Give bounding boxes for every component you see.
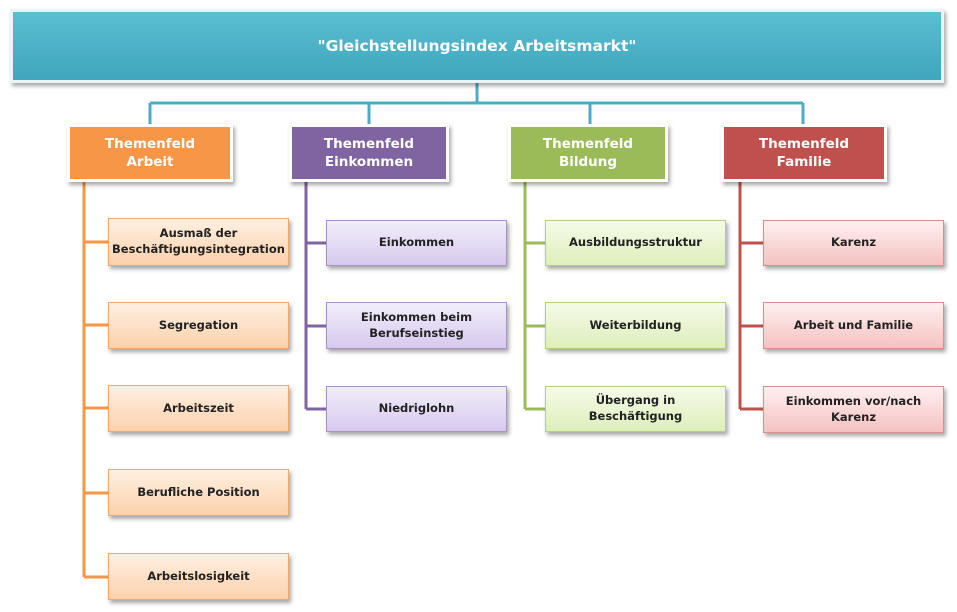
theme-header-line1: Themenfeld <box>758 135 850 152</box>
item-label: Arbeitszeit <box>163 400 234 415</box>
item-label: Berufliche Position <box>137 484 260 499</box>
arbeit-item-arbeitszeit: Arbeitszeit <box>108 385 289 432</box>
item-label: Einkommen vor/nach Karenz <box>785 393 922 424</box>
item-label: Arbeit und Familie <box>793 317 914 332</box>
item-label: Ausbildungsstruktur <box>569 235 702 250</box>
item-label: Ausmaß der Beschäftigungsintegration <box>112 226 285 256</box>
item-label: Segregation <box>158 317 239 332</box>
theme-header-line1: Themenfeld <box>104 135 196 152</box>
einkommen-item-berufseinstieg: Einkommen beim Berufseinstieg <box>326 302 507 349</box>
item-label: Weiterbildung <box>589 317 682 332</box>
item-label: Niedriglohn <box>378 401 455 416</box>
arbeit-item-berufliche-position: Berufliche Position <box>108 469 289 516</box>
familie-item-arbeit-und-familie: Arbeit und Familie <box>763 302 944 349</box>
item-label: Einkommen beim Berufseinstieg <box>360 309 473 340</box>
familie-item-einkommen-karenz: Einkommen vor/nach Karenz <box>763 386 944 433</box>
theme-header-line1: Themenfeld <box>323 135 415 152</box>
item-label: Einkommen <box>378 235 455 250</box>
bildung-item-weiterbildung: Weiterbildung <box>545 302 726 349</box>
root-title-box: "Gleichstellungsindex Arbeitsmarkt" <box>10 9 944 83</box>
arbeit-item-arbeitslosigkeit: Arbeitslosigkeit <box>108 553 289 600</box>
bildung-item-ausbildungsstruktur: Ausbildungsstruktur <box>545 220 726 266</box>
item-label: Arbeitslosigkeit <box>147 568 250 583</box>
item-label: Übergang in Beschäftigung <box>588 393 683 423</box>
root-title: "Gleichstellungsindex Arbeitsmarkt" <box>317 36 637 55</box>
familie-item-karenz: Karenz <box>763 220 944 266</box>
theme-header-line1: Themenfeld <box>542 135 634 152</box>
theme-header-line2: Bildung <box>558 154 618 170</box>
arbeit-item-segregation: Segregation <box>108 302 289 349</box>
bildung-item-uebergang: Übergang in Beschäftigung <box>545 386 726 432</box>
arbeit-item-beschaeftigungsintegration: Ausmaß der Beschäftigungsintegration <box>108 218 289 266</box>
theme-header-line2: Familie <box>776 154 832 170</box>
theme-header-line2: Einkommen <box>324 154 414 170</box>
theme-header-line2: Arbeit <box>126 154 174 170</box>
einkommen-item-niedriglohn: Niedriglohn <box>326 386 507 432</box>
einkommen-item-einkommen: Einkommen <box>326 220 507 266</box>
item-label: Karenz <box>830 235 877 250</box>
